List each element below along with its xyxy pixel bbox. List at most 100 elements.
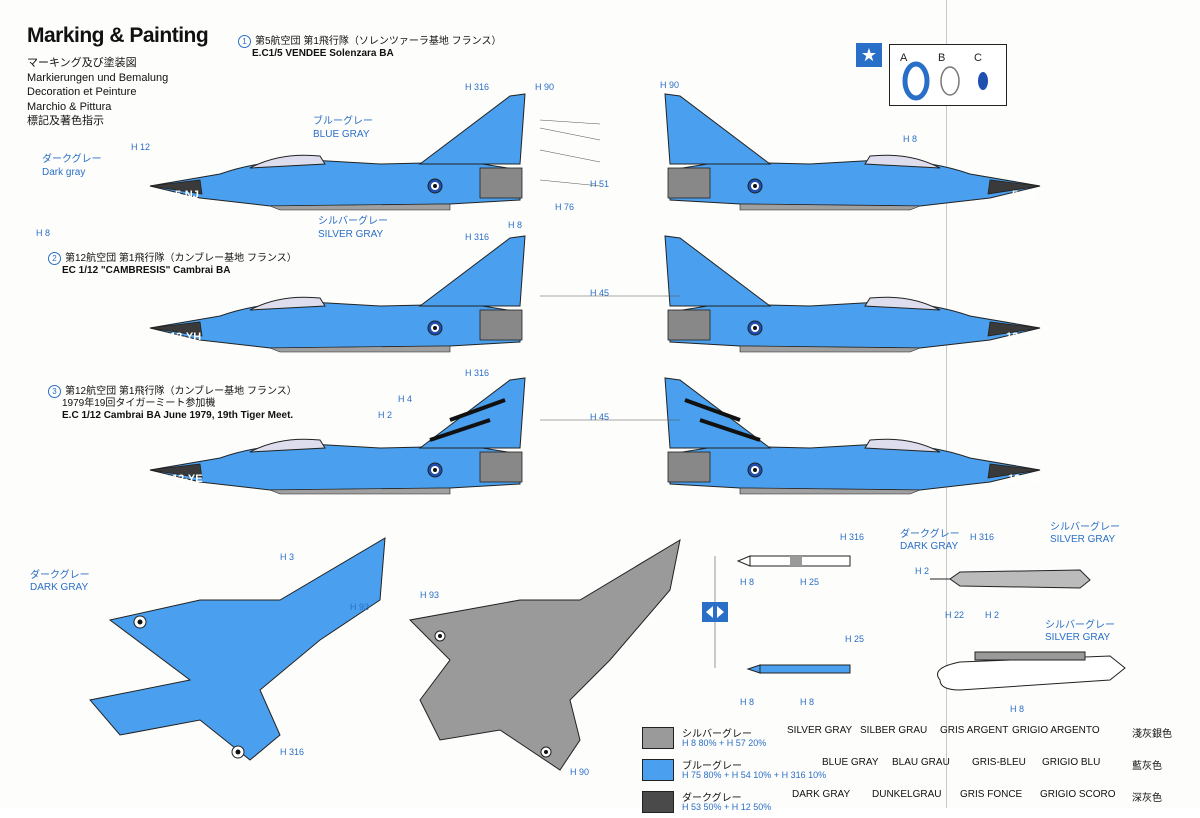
- aircraft-code: 12-YH: [1006, 331, 1037, 343]
- h8-label: H 8: [740, 697, 754, 707]
- legend-jp: ダークグレー: [682, 793, 742, 804]
- legend-row: シルバーグレー H 8 80% + H 57 20% SILVER GRAY S…: [642, 722, 1182, 754]
- scheme-number: 2: [48, 252, 61, 265]
- direction-arrow-icon: [702, 602, 728, 622]
- legend-de: DUNKELGRAU: [872, 789, 942, 800]
- h25-label: H 25: [800, 577, 819, 587]
- aircraft-2-left: [149, 235, 526, 353]
- legend-fr: GRIS FONCE: [960, 789, 1023, 800]
- missile-2: [746, 664, 851, 674]
- legend-en: DARK GRAY: [792, 789, 851, 800]
- legend-cn: 深灰色: [1132, 793, 1162, 804]
- h76-label: H 76: [555, 202, 574, 212]
- h51-label: H 51: [590, 179, 609, 189]
- h22-label: H 22: [945, 610, 964, 620]
- title-fr: Decoration et Peinture: [27, 86, 137, 98]
- h45-label: H 45: [590, 288, 609, 298]
- title-de: Markierungen und Bemalung: [27, 71, 169, 84]
- roundel-outer-ring: [902, 61, 930, 101]
- legend-en: SILVER GRAY: [787, 725, 853, 736]
- scheme-number: 3: [48, 385, 61, 398]
- scheme-jp2: 1979年19回タイガーミート参加機: [62, 398, 216, 409]
- planform-silver: [408, 538, 681, 771]
- blue-gray-en-label: BLUE GRAY: [313, 129, 370, 140]
- roundel-label-b: B: [938, 52, 945, 64]
- h93-label: H 93: [350, 602, 369, 612]
- legend-swatch: [642, 759, 674, 781]
- dark-gray-en-caps-label: DARK GRAY: [900, 541, 958, 552]
- legend-it: GRIGIO BLU: [1042, 757, 1101, 768]
- page-title: Marking & Painting: [27, 24, 209, 47]
- aircraft-code: 5-NJ: [1012, 189, 1036, 201]
- aircraft-3-left: [149, 377, 526, 495]
- aircraft-1-right: [664, 93, 1041, 211]
- h316-label: H 316: [840, 532, 864, 542]
- title-it: Marchio & Pittura: [27, 100, 112, 113]
- silver-gray-en-label: SILVER GRAY: [1050, 534, 1116, 545]
- scheme-number: 1: [238, 35, 251, 48]
- title-jp: マーキング及び塗装図: [27, 57, 137, 69]
- scheme-en: E.C 1/12 Cambrai BA June 1979, 19th Tige…: [62, 410, 294, 421]
- legend-it: GRIGIO ARGENTO: [1012, 725, 1100, 736]
- scheme-en: EC 1/12 "CAMBRESIS" Cambrai BA: [62, 265, 231, 276]
- h8-label: H 8: [903, 134, 917, 144]
- legend-row: ダークグレー H 53 50% + H 12 50% DARK GRAY DUN…: [642, 786, 1182, 818]
- h316-label: H 316: [465, 82, 489, 92]
- silver-gray-jp-label: シルバーグレー: [318, 214, 388, 227]
- h25-label: H 25: [845, 634, 864, 644]
- scheme-1-caption: 1 第5航空団 第1飛行隊（ソレンツァーラ基地 フランス） E.C1/5 VEND…: [238, 35, 501, 60]
- h8-label: H 8: [36, 228, 50, 238]
- h8-label: H 8: [508, 220, 522, 230]
- silver-gray-jp-label: シルバーグレー: [1050, 520, 1120, 533]
- legend-swatch: [642, 791, 674, 813]
- dark-gray-jp-label: ダークグレー: [30, 568, 90, 581]
- h8-label: H 8: [1010, 704, 1024, 714]
- aircraft-3-right: [664, 377, 1041, 495]
- h2-label: H 2: [378, 410, 392, 420]
- legend-jp: シルバーグレー: [682, 729, 752, 740]
- h90-label: H 90: [535, 82, 554, 92]
- color-legend: シルバーグレー H 8 80% + H 57 20% SILVER GRAY S…: [642, 722, 1182, 818]
- dark-gray-jp-label: ダークグレー: [900, 527, 960, 540]
- roundel-label-c: C: [974, 52, 982, 64]
- h316-label: H 316: [465, 368, 489, 378]
- legend-de: SILBER GRAU: [860, 725, 928, 736]
- h4-label: H 4: [398, 394, 412, 404]
- scheme-jp: 第12航空団 第1飛行隊（カンブレー基地 フランス）: [65, 385, 297, 397]
- h12-label: H 12: [131, 142, 150, 152]
- scheme-en: E.C1/5 VENDEE Solenzara BA: [252, 48, 394, 59]
- legend-it: GRIGIO SCORO: [1040, 789, 1116, 800]
- silver-gray-en-label: SILVER GRAY: [318, 229, 384, 240]
- h2-label: H 2: [915, 566, 929, 576]
- page-fold: [946, 0, 947, 808]
- legend-en: BLUE GRAY: [822, 757, 879, 768]
- h2-label: H 2: [985, 610, 999, 620]
- legend-cn: 藍灰色: [1132, 761, 1162, 772]
- legend-swatch: [642, 727, 674, 749]
- title-cn: 標記及著色指示: [27, 115, 104, 127]
- aircraft-code: 12-YH: [170, 331, 201, 343]
- h90-label: H 90: [570, 767, 589, 777]
- dark-gray-en-label: Dark gray: [42, 167, 85, 178]
- roundel-center: [978, 72, 988, 90]
- h93-label: H 93: [420, 590, 439, 600]
- roundel-rings: A B C: [900, 52, 988, 101]
- legend-mix: H 75 80% + H 54 10% + H 316 10%: [682, 770, 827, 780]
- dark-gray-en-caps-label: DARK GRAY: [30, 582, 88, 593]
- tiger-stripes: [429, 398, 761, 442]
- missile-1: [736, 555, 851, 567]
- blue-gray-jp-label: ブルーグレー: [313, 114, 373, 127]
- legend-fr: GRIS ARGENT: [940, 725, 1009, 736]
- star-icon: ★: [856, 43, 882, 67]
- h45-label: H 45: [590, 412, 609, 422]
- legend-fr: GRIS-BLEU: [972, 757, 1026, 768]
- planform-blue: [89, 537, 386, 761]
- legend-jp: ブルーグレー: [682, 761, 742, 772]
- scheme-3-caption: 3 第12航空団 第1飛行隊（カンブレー基地 フランス） 1979年19回タイガー…: [48, 385, 297, 422]
- h316-label: H 316: [280, 747, 304, 757]
- h3-label: H 3: [280, 552, 294, 562]
- roundel-key: A B C: [889, 44, 1007, 106]
- scheme-jp: 第5航空団 第1飛行隊（ソレンツァーラ基地 フランス）: [255, 35, 502, 47]
- aircraft-code: 12-YE: [1008, 473, 1039, 485]
